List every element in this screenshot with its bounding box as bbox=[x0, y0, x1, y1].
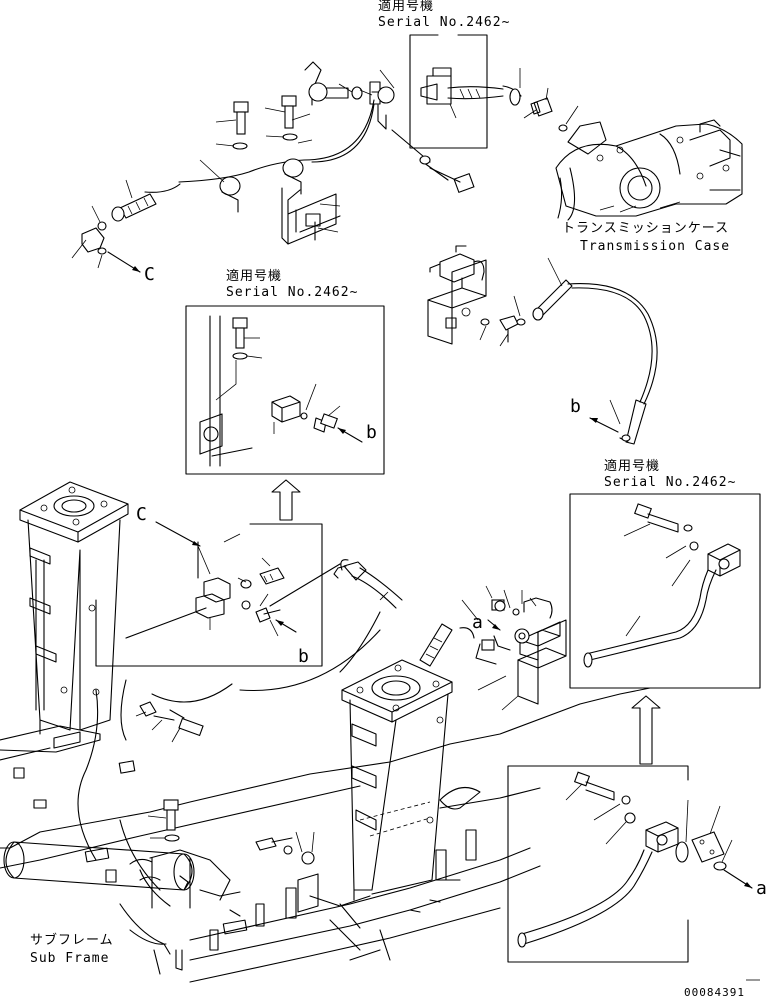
left-serial-label: Serial No.2462~ bbox=[226, 285, 359, 300]
right-applicable-label-jp: 適用号機 bbox=[604, 459, 661, 474]
right-serial-label: Serial No.2462~ bbox=[604, 475, 737, 490]
sub-frame bbox=[0, 629, 651, 983]
up-arrow-icon bbox=[271, 479, 301, 521]
transmission-case-label-en: Transmission Case bbox=[580, 239, 731, 254]
transmission-case-label-jp: トランスミッションケース bbox=[562, 221, 730, 236]
right-inset-frame bbox=[569, 493, 761, 689]
callout-a-mid: a bbox=[472, 612, 484, 633]
bolt-2 bbox=[281, 95, 298, 141]
up-arrow-icon-2 bbox=[631, 695, 661, 765]
top-serial-inset-frame bbox=[409, 34, 488, 149]
callout-c-mid: C bbox=[136, 504, 148, 525]
top-hose-assembly bbox=[71, 34, 579, 273]
middle-right-valve bbox=[339, 585, 567, 711]
right-frame-post bbox=[341, 659, 453, 901]
bolt-1 bbox=[232, 101, 249, 150]
callout-b-inset: b bbox=[366, 422, 378, 443]
callout-b-frame: b bbox=[298, 646, 310, 667]
left-serial-inset bbox=[185, 305, 385, 475]
callout-c-top: C bbox=[144, 264, 156, 285]
bottom-right-detail bbox=[507, 765, 753, 963]
solenoid-valve-hose bbox=[427, 245, 658, 445]
sub-frame-label-en: Sub Frame bbox=[30, 951, 110, 966]
sub-frame-label-jp: サブフレーム bbox=[30, 933, 114, 948]
left-applicable-label-jp: 適用号機 bbox=[226, 269, 283, 284]
top-applicable-label-jp: 適用号機 bbox=[378, 0, 435, 14]
middle-left-detail bbox=[95, 521, 403, 667]
left-frame-post bbox=[0, 481, 129, 761]
drawing-number: 00084391 bbox=[684, 986, 745, 999]
callout-a-bottom: a bbox=[756, 878, 768, 899]
top-serial-label: Serial No.2462~ bbox=[378, 15, 511, 30]
callout-b-mid: b bbox=[570, 396, 582, 417]
transmission-case bbox=[555, 119, 743, 221]
left-inset-frame bbox=[185, 305, 385, 475]
right-serial-inset bbox=[569, 493, 761, 689]
